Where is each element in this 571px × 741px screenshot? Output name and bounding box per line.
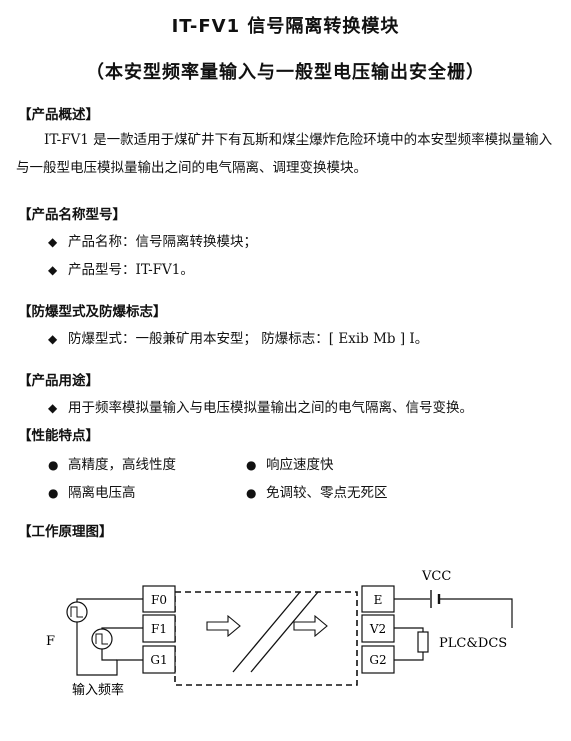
- terminal-g2-label: G2: [369, 653, 386, 667]
- isolation-barrier-line: [232, 591, 301, 673]
- diamond-icon: ◆: [48, 263, 58, 277]
- load-label: PLC&DCS: [439, 636, 507, 651]
- terminal-f1: [142, 614, 176, 643]
- diamond-icon: ◆: [48, 235, 58, 249]
- overview-text: IT-FV1 是一款适用于煤矿井下有瓦斯和煤尘爆炸危险环境中的本安型频率模拟量输…: [16, 132, 553, 176]
- usage-heading: 【产品用途】: [18, 373, 99, 389]
- input-frequency-label: 输入频率: [72, 682, 124, 698]
- terminal-g1: [142, 645, 176, 674]
- diamond-icon: ◆: [48, 332, 58, 346]
- model-item-type: ◆产品型号：IT-FV1。: [48, 262, 194, 278]
- explosion-heading: 【防爆型式及防爆标志】: [18, 304, 167, 320]
- terminal-v2-label: V2: [369, 622, 386, 636]
- isolation-barrier-line: [250, 591, 319, 673]
- isolation-module-outline: [174, 591, 358, 686]
- resistor-icon: [417, 631, 429, 653]
- explosion-item: ◆防爆型式：一般兼矿用本安型； 防爆标志：[ Exib Mb ] I。: [48, 331, 429, 347]
- diamond-icon: ◆: [48, 401, 58, 415]
- page-subtitle: （本安型频率量输入与一般型电压输出安全栅）: [86, 62, 485, 83]
- terminal-e-label: E: [374, 593, 383, 607]
- feature-item: ●响应速度快: [246, 457, 334, 473]
- principle-heading: 【工作原理图】: [18, 524, 113, 540]
- bullet-icon: ●: [246, 458, 257, 472]
- frequency-source-icon: [91, 628, 113, 650]
- terminal-g1-label: G1: [150, 653, 167, 667]
- f-label: F: [46, 634, 55, 649]
- page-title: IT-FV1 信号隔离转换模块: [171, 16, 400, 37]
- arrow-right-icon: [206, 614, 241, 638]
- terminal-f0-label: F0: [151, 593, 167, 607]
- feature-item: ●隔离电压高: [48, 485, 136, 501]
- features-heading: 【性能特点】: [18, 428, 99, 444]
- output-wiring: [394, 598, 513, 661]
- overview-heading: 【产品概述】: [18, 107, 99, 123]
- terminal-f1-label: F1: [151, 622, 167, 636]
- model-item-name: ◆产品名称：信号隔离转换模块；: [48, 234, 257, 250]
- bullet-icon: ●: [246, 486, 257, 500]
- arrow-right-icon: [293, 614, 328, 638]
- battery-icon: [430, 590, 441, 608]
- principle-diagram: F0 F1 G1 E V2 G2 F 输入频率 VCC PLC&DCS: [46, 569, 513, 698]
- terminal-v2: [361, 614, 395, 643]
- usage-item: ◆用于频率模拟量输入与电压模拟量输出之间的电气隔离、信号变换。: [48, 400, 473, 416]
- vcc-label: VCC: [421, 569, 451, 584]
- terminal-g2: [361, 645, 395, 674]
- bullet-icon: ●: [48, 486, 59, 500]
- model-heading: 【产品名称型号】: [18, 207, 126, 223]
- bullet-icon: ●: [48, 458, 59, 472]
- frequency-source-icon: [66, 601, 88, 623]
- feature-item: ●高精度，高线性度: [48, 457, 176, 473]
- feature-item: ●免调较、零点无死区: [246, 485, 388, 501]
